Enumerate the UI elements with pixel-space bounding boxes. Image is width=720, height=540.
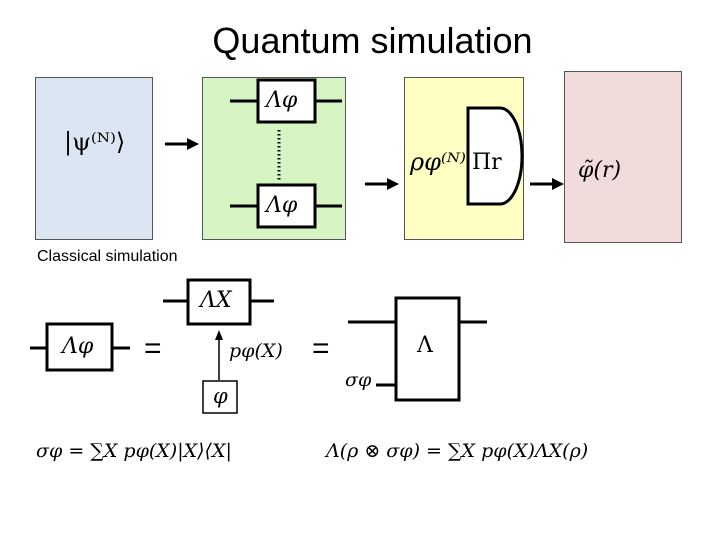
input-state-label: |ψ⁽ᴺ⁾⟩ — [64, 128, 126, 156]
measurement-device — [466, 106, 524, 206]
prob-label: pφ(X) — [229, 340, 283, 362]
equals-sign-1: = — [144, 332, 162, 365]
classical-channel-label: Λφ — [62, 334, 94, 359]
estimator-label: φ̃(r) — [578, 158, 622, 183]
measurement-label: Πr — [472, 150, 502, 175]
page-title: Quantum simulation — [212, 20, 533, 61]
channel-top-box — [256, 78, 317, 124]
formula-sigma: σφ = ∑X pφ(X)|X⟩⟨X| — [36, 440, 232, 462]
arrow-measurement-to-estimator — [530, 178, 564, 190]
lambda-box — [394, 296, 461, 402]
section-label: Classical simulation — [37, 248, 178, 265]
param-box — [202, 380, 238, 414]
channel-bottom-label: Λφ — [266, 193, 298, 218]
lambda-x-box — [186, 278, 252, 326]
channel-top-label: Λφ — [266, 88, 298, 113]
arrow-channel-to-measurement — [365, 178, 399, 190]
sigma-label: σφ — [345, 369, 372, 391]
param-box-label: φ — [213, 384, 228, 408]
lambda-x-label: ΛX — [200, 288, 232, 313]
formula-lambda: Λ(ρ ⊗ σφ) = ∑X pφ(X)ΛX(ρ) — [326, 440, 589, 462]
lambda-label: Λ — [417, 333, 433, 358]
output-state-label: ρφ⁽ᴺ⁾ — [410, 148, 466, 176]
arrow-phi-to-lambda-x — [215, 330, 223, 380]
estimator-panel — [564, 71, 682, 243]
arrow-input-to-channel — [165, 138, 199, 150]
input-state-panel — [35, 77, 153, 240]
equals-sign-2: = — [312, 332, 330, 365]
